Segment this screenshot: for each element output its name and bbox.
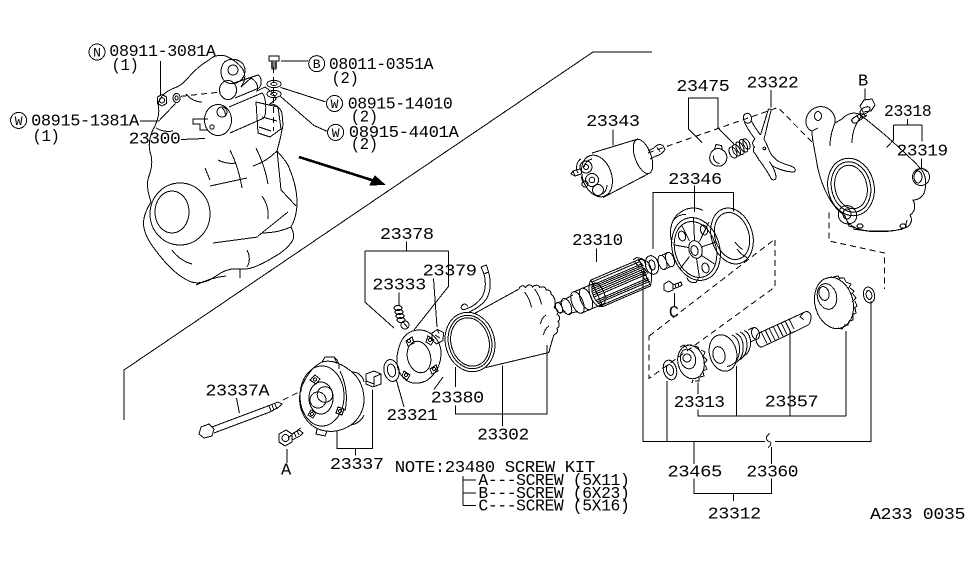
svg-text:23337: 23337 <box>330 456 384 475</box>
svg-text:(1): (1) <box>33 128 60 147</box>
svg-text:B---SCREW (6X23): B---SCREW (6X23) <box>478 485 629 504</box>
svg-text:23318: 23318 <box>884 103 931 122</box>
svg-text:W: W <box>332 126 340 141</box>
svg-text:W: W <box>331 97 339 112</box>
svg-text:23313: 23313 <box>674 394 725 413</box>
svg-text:08915-4401A: 08915-4401A <box>349 124 460 143</box>
svg-text:C: C <box>669 304 679 323</box>
svg-text:23302: 23302 <box>477 426 529 445</box>
svg-text:23379: 23379 <box>423 263 477 282</box>
svg-text:C---SCREW (5X16): C---SCREW (5X16) <box>478 498 629 517</box>
svg-text:23360: 23360 <box>746 464 798 483</box>
svg-text:08911-3081A: 08911-3081A <box>109 43 216 62</box>
svg-text:23378: 23378 <box>380 226 434 245</box>
svg-text:A233 0035: A233 0035 <box>870 506 965 525</box>
svg-text:23343: 23343 <box>586 113 640 132</box>
svg-text:A---SCREW (5X11): A---SCREW (5X11) <box>478 472 629 491</box>
svg-text:(2): (2) <box>351 136 378 155</box>
svg-text:NOTE:23480 SCREW KIT: NOTE:23480 SCREW KIT <box>395 459 595 478</box>
svg-text:23312: 23312 <box>708 505 761 524</box>
svg-text:B: B <box>313 57 321 72</box>
svg-text:W: W <box>15 114 23 129</box>
svg-text:08915-1381A: 08915-1381A <box>31 112 140 131</box>
svg-text:B: B <box>858 72 868 91</box>
svg-text:(2): (2) <box>332 70 359 89</box>
svg-text:23333: 23333 <box>372 277 426 296</box>
svg-text:08011-0351A: 08011-0351A <box>329 56 434 75</box>
svg-text:N: N <box>93 46 101 61</box>
svg-text:23321: 23321 <box>387 407 438 426</box>
svg-text:23300: 23300 <box>129 130 181 149</box>
svg-text:23380: 23380 <box>431 390 484 409</box>
svg-text:23337A: 23337A <box>205 382 270 401</box>
svg-text:23310: 23310 <box>572 232 623 251</box>
svg-text:23475: 23475 <box>676 78 729 97</box>
svg-text:23465: 23465 <box>667 464 722 483</box>
svg-text:23357: 23357 <box>765 393 819 412</box>
svg-text:(1): (1) <box>112 57 139 76</box>
svg-text:08915-14010: 08915-14010 <box>348 96 453 115</box>
svg-text:(2): (2) <box>351 109 378 128</box>
svg-text:23346: 23346 <box>668 171 722 190</box>
svg-text:23322: 23322 <box>747 74 799 93</box>
svg-text:A: A <box>281 462 292 481</box>
